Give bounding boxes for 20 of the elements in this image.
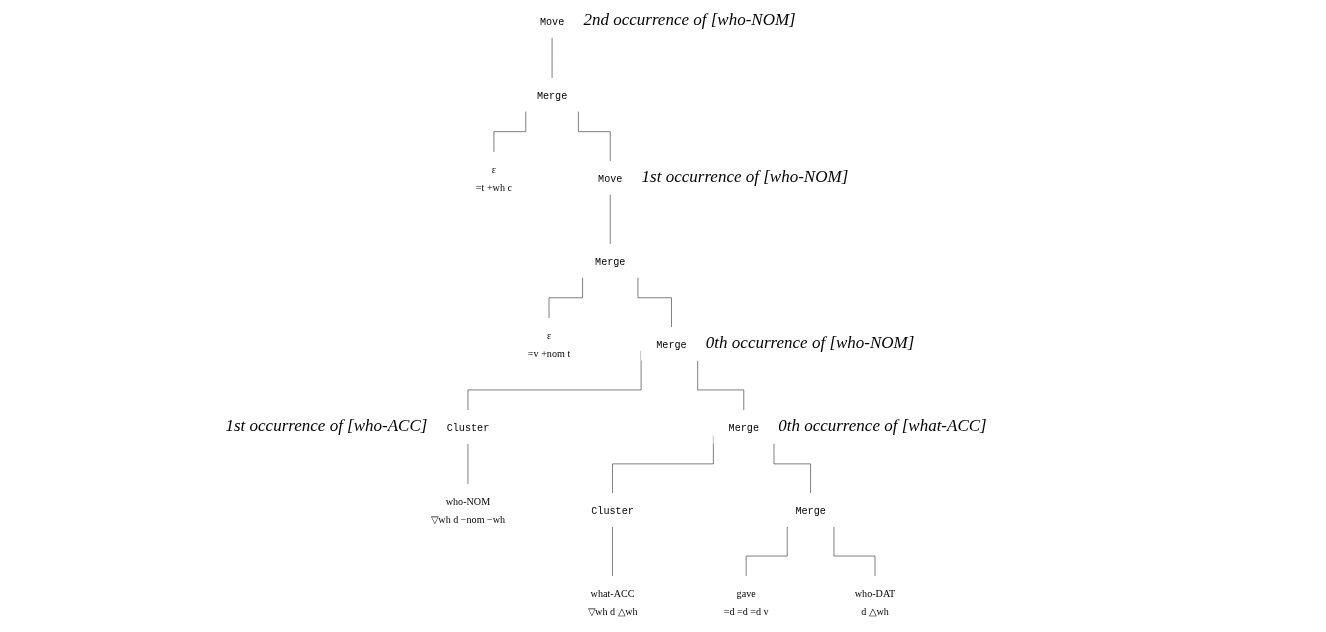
- node-text: Cluster: [591, 505, 634, 518]
- node-text: who-NOM ▽wh d −nom −wh: [430, 495, 506, 526]
- annotation-text: 0th occurrence of [who-NOM]: [705, 332, 915, 353]
- node-text: Merge: [728, 422, 759, 434]
- node-text: Move: [598, 173, 623, 185]
- node-text: Move: [539, 16, 565, 28]
- node-text: Cluster: [446, 422, 490, 434]
- node-text: who-DAT d △wh: [854, 587, 896, 618]
- node-text: gave =d =d =d v: [723, 587, 769, 618]
- node-text: Merge: [536, 90, 568, 102]
- annotation-text: 1st occurrence of [who-ACC]: [225, 415, 428, 436]
- node-text: ε =v +nom t: [527, 329, 571, 360]
- node-text: ε =t +wh c: [475, 163, 512, 193]
- annotation-text: 2nd occurrence of [who-NOM]: [583, 9, 796, 30]
- node-text: Merge: [795, 505, 826, 518]
- node-text: what-ACC ▽wh d △wh: [587, 587, 638, 618]
- annotation-text: 0th occurrence of [what-ACC]: [778, 415, 987, 436]
- node-text: Merge: [595, 256, 626, 268]
- node-text: Merge: [656, 339, 687, 351]
- annotation-text: 1st occurrence of [who-NOM]: [641, 166, 849, 187]
